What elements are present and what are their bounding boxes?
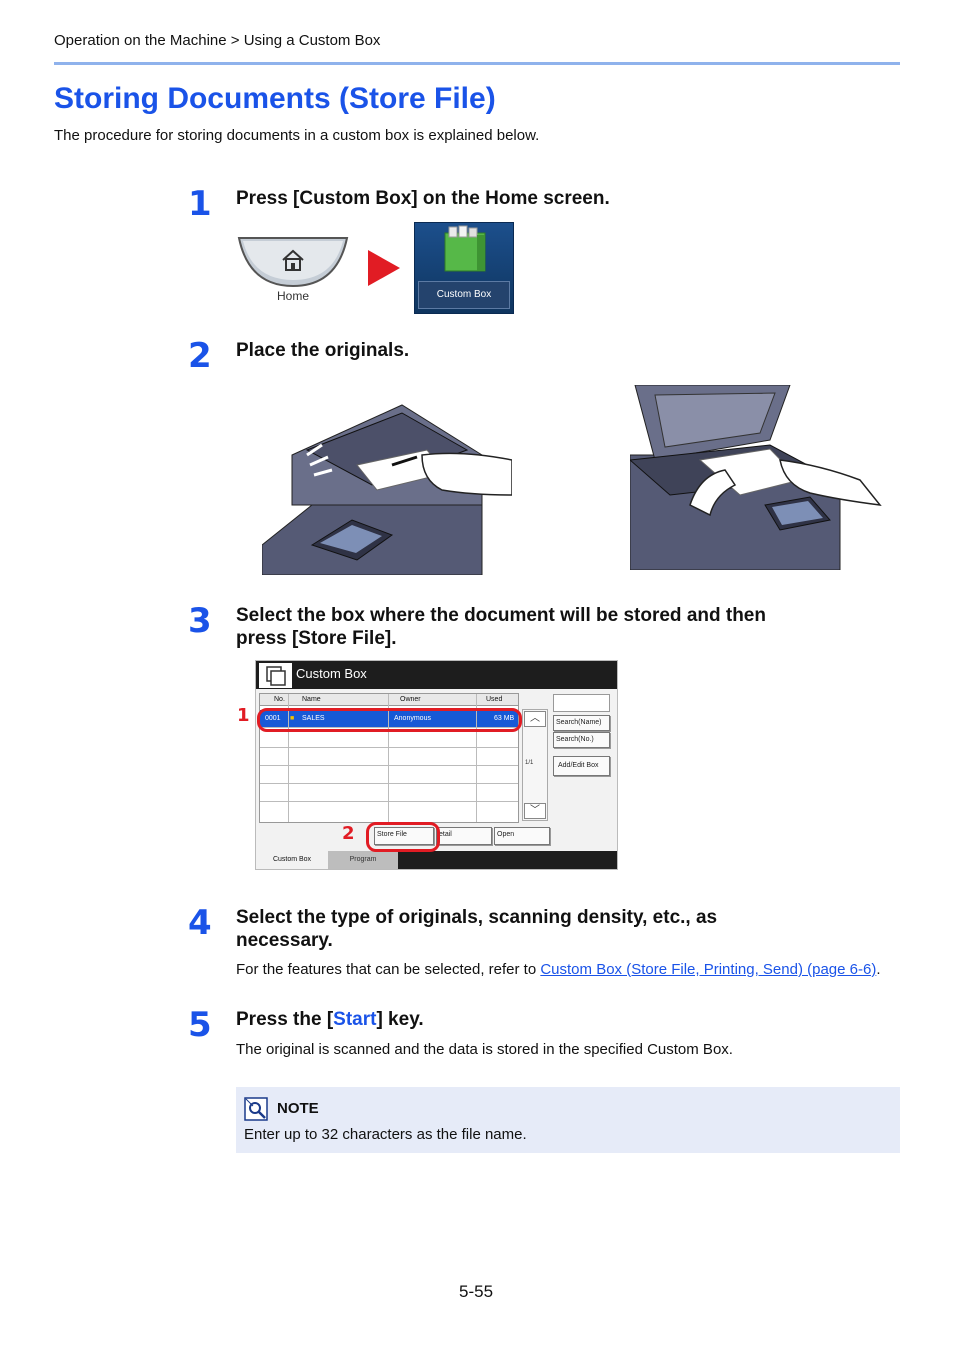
intro-text: The procedure for storing documents in a… [54,127,540,144]
step-4-number: 4 [188,903,212,943]
callout-1: 1 [237,705,250,726]
table-row[interactable] [260,802,518,820]
table-row[interactable] [260,784,518,802]
row-no: 0001 [265,715,281,722]
table-row[interactable]: 0001 ■ SALES Anonymous 63 MB [260,710,518,728]
step-5-text: The original is scanned and the data is … [236,1041,733,1058]
step-1-number: 1 [188,184,212,224]
search-name-button[interactable]: Search(Name) [553,715,610,731]
step-1-heading: Press [Custom Box] on the Home screen. [236,188,610,209]
start-key-label: Start [333,1009,377,1030]
open-button[interactable]: Open [494,827,550,845]
screen-header: Custom Box [256,661,617,689]
house-icon [282,249,304,271]
folder-icon: ■ [290,715,295,722]
step-4-heading-line2: necessary. [236,930,333,951]
row-name: SALES [302,715,325,722]
search-display [553,694,610,712]
page-title: Storing Documents (Store File) [54,82,496,115]
callout-2: 2 [342,823,355,844]
breadcrumb: Operation on the Machine > Using a Custo… [54,32,381,49]
table-header: No. Name Owner Used [260,694,518,706]
tab-custom-box[interactable]: Custom Box [256,851,328,869]
table-row[interactable] [260,748,518,766]
step-5-number: 5 [188,1005,212,1045]
home-button [237,237,349,288]
platen-glass-illustration [630,385,882,570]
add-edit-box-button[interactable]: Add/Edit Box [553,756,610,776]
col-no[interactable]: No. [274,696,285,703]
step-3-number: 3 [188,601,212,641]
page-number: 5-55 [459,1282,494,1301]
custom-box-features-link[interactable]: Custom Box (Store File, Printing, Send) … [540,961,877,978]
box-table: No. Name Owner Used 0001 ■ SALES Anonymo… [259,693,519,823]
step-4-heading-line1: Select the type of originals, scanning d… [236,907,718,928]
scroll-up-button[interactable]: ︿ [524,711,546,727]
step-3-heading-line2: press [Store File]. [236,628,397,649]
highlight-row [257,708,522,732]
document-feeder-illustration [262,404,512,575]
note-text: Enter up to 32 characters as the file na… [244,1126,527,1143]
table-row[interactable] [260,730,518,748]
store-file-button[interactable]: Store File [374,827,434,845]
col-name[interactable]: Name [302,696,321,703]
highlight-store-file [366,822,440,852]
note-icon [244,1097,268,1121]
col-used[interactable]: Used [486,696,503,703]
step-5-heading: Press the [Start] key. [236,1009,424,1030]
search-no-button[interactable]: Search(No.) [553,732,610,748]
screen-title: Custom Box [296,666,367,681]
col-owner[interactable]: Owner [400,696,421,703]
note-box [236,1087,900,1153]
row-used: 63 MB [494,715,515,722]
step-4-text: For the features that can be selected, r… [236,961,881,978]
step-2-number: 2 [188,336,212,376]
detail-button[interactable]: etail [436,827,492,845]
step-3-heading-line1: Select the box where the document will b… [236,605,766,626]
row-owner: Anonymous [394,715,431,722]
page-indicator: 1/1 [525,760,534,766]
home-label: Home [276,289,309,303]
custom-box-icon [259,663,292,688]
custom-box-label: Custom Box [418,281,510,309]
arrow-right-icon [368,250,400,286]
scroll-down-button[interactable]: ﹀ [524,803,546,819]
scrollbar[interactable]: ︿ 1/1 ﹀ [522,709,548,821]
custom-box-screen: Custom Box No. Name Owner Used 0001 ■ SA… [255,660,618,870]
note-title: NOTE [277,1100,319,1117]
step-2-heading: Place the originals. [236,340,410,361]
header-rule [54,62,900,65]
tab-program[interactable]: Program [328,851,398,869]
table-row[interactable] [260,766,518,784]
folder-box-icon [444,225,486,272]
